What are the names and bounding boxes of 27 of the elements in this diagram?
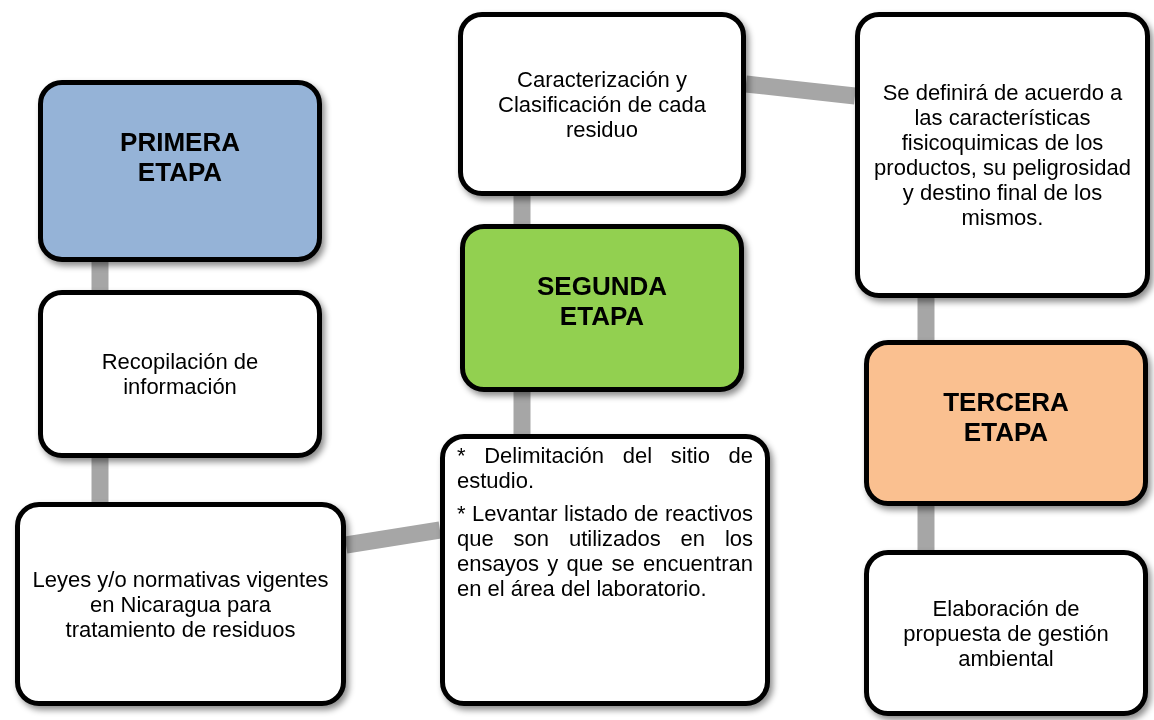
connector-band [513, 392, 531, 434]
text-box [855, 12, 1150, 298]
stage-box [460, 224, 744, 392]
description-text: Caracterización y Clasificación de cada residuo [497, 66, 707, 142]
stage-title: SEGUNDA ETAPA [536, 271, 668, 331]
stage-box [864, 340, 1148, 506]
connector-band [917, 298, 935, 340]
text-box [458, 12, 746, 196]
description-text: Recopilación de información [100, 349, 260, 399]
connector-band [745, 75, 856, 105]
connector-band [344, 521, 442, 554]
stage-title: PRIMERA ETAPA [119, 127, 241, 187]
text-box [15, 502, 346, 706]
stage-title: TERCERA ETAPA [942, 387, 1070, 447]
text-box [440, 434, 770, 706]
description-text: Leyes y/o normativas vigentes en Nicaragua para tratamiento de residuos [32, 566, 329, 642]
description-text: Elaboración de propuesta de gestión ambiental [902, 595, 1110, 671]
connector-band [513, 196, 531, 224]
connector-band [917, 506, 935, 550]
description-text: * Delimitación del sitio de estudio. [457, 443, 753, 493]
description-text: * Levantar listado de reactivos que son utilizados en los ensayos y que se encuentran en el área del laboratorio. [457, 501, 753, 601]
description-text: Se definirá de acuerdo a las características fisicoquimicas de los productos, su peligrosidad y destino final de los mismos. [873, 80, 1132, 230]
connector-band [91, 262, 109, 290]
stage-box [38, 80, 322, 262]
connector-band [91, 458, 109, 502]
text-box [38, 290, 322, 458]
text-box [864, 550, 1148, 716]
